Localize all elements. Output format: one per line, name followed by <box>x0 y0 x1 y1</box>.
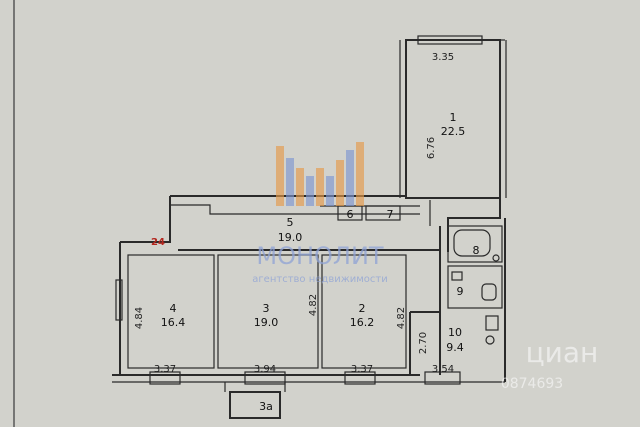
watermark-phone: 0874693 <box>501 376 563 392</box>
mark-24: 24 <box>151 237 165 248</box>
dim-room4-width: 3.37 <box>154 364 176 375</box>
room-3-area: 19.0 <box>254 316 279 329</box>
dim-room3-width: 3.94 <box>254 364 276 375</box>
room-6-number: 6 <box>347 208 354 221</box>
window-marks <box>115 35 483 385</box>
watermark-tagline: агентство недвижимости <box>252 274 387 285</box>
monolit-logo-icon <box>276 142 364 206</box>
dim-top-width: 3.35 <box>432 52 454 63</box>
room-10-area: 9.4 <box>446 341 464 354</box>
toilet-icon <box>481 283 497 301</box>
room-1-number: 1 <box>450 111 457 124</box>
dim-room10-width: 3.54 <box>432 364 454 375</box>
room-9-number: 9 <box>457 285 464 298</box>
room-2-number: 2 <box>359 302 366 315</box>
dim-room2-width: 3.37 <box>351 364 373 375</box>
room-1-walls <box>399 39 507 199</box>
balcony-walls <box>224 382 286 419</box>
room-3a-number: 3a <box>259 400 273 413</box>
room-4-area: 16.4 <box>161 316 186 329</box>
stove-icon <box>485 315 499 331</box>
room-5-number: 5 <box>287 216 294 229</box>
bathtub-icon <box>453 229 491 257</box>
dim-room2-length: 4.82 <box>396 307 407 329</box>
room-8-number: 8 <box>473 244 480 257</box>
corridor-walls <box>178 200 441 375</box>
room-7-number: 7 <box>387 208 394 221</box>
dim-room1-length: 6.76 <box>426 137 437 159</box>
room-4-number: 4 <box>170 302 177 315</box>
dim-room4-length: 4.84 <box>134 307 145 329</box>
dim-room3-length: 4.82 <box>308 294 319 316</box>
sink-icon <box>451 271 463 281</box>
room-3-number: 3 <box>263 302 270 315</box>
room-2-area: 16.2 <box>350 316 375 329</box>
watermark-cian: циан <box>526 336 599 369</box>
room-5-area: 19.0 <box>278 231 303 244</box>
room-1-area: 22.5 <box>441 125 466 138</box>
bathroom-walls <box>447 225 503 345</box>
apartment-outline <box>112 195 506 383</box>
watermark-brand: МОНОЛИТ <box>256 242 384 270</box>
dim-room10-length: 2.70 <box>418 332 429 354</box>
bedroom-walls <box>127 254 407 369</box>
room-10-number: 10 <box>448 326 462 339</box>
